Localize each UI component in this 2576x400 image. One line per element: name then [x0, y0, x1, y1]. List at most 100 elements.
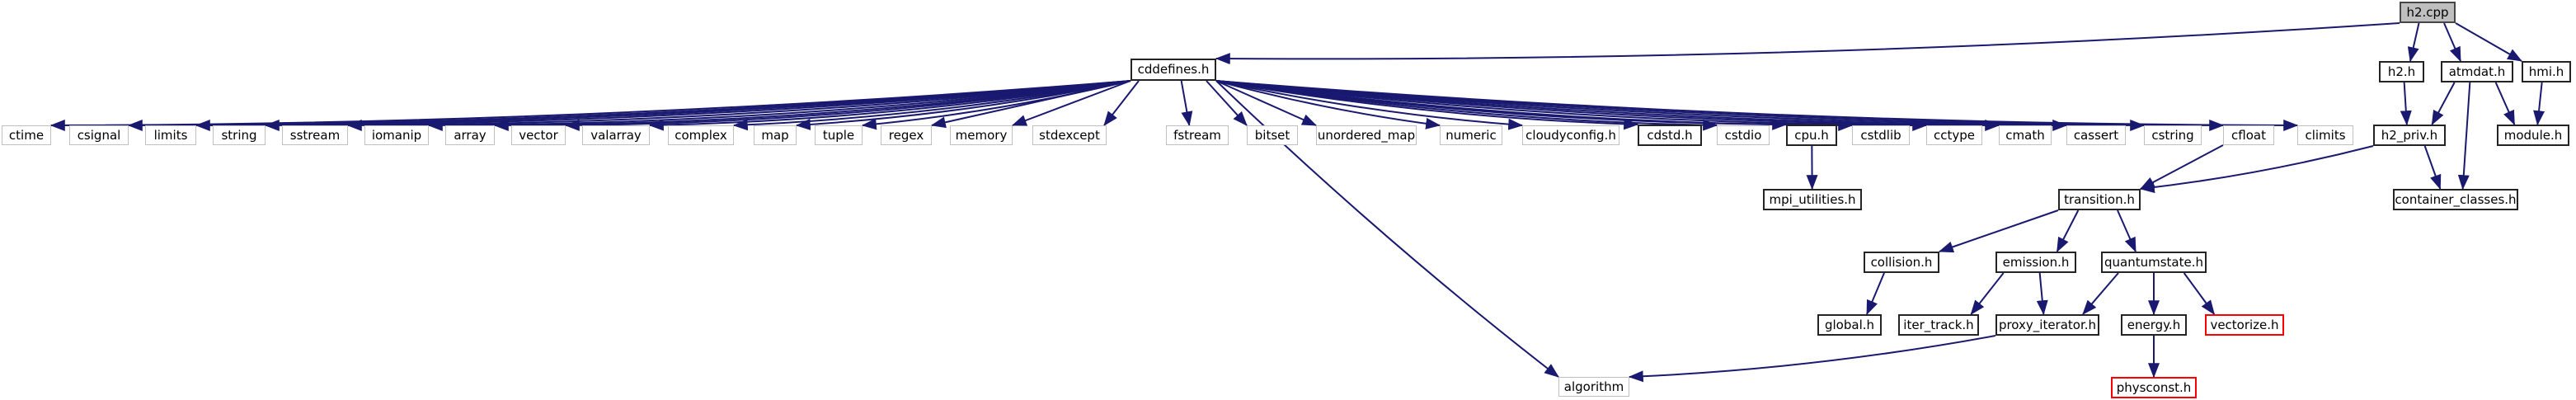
graph-node-label: cddefines.h [1137, 62, 1210, 77]
graph-node-bitset[interactable]: bitset [1247, 125, 1298, 145]
graph-node-algorithm[interactable]: algorithm [1558, 377, 1629, 397]
graph-node-label: h2.h [2387, 64, 2416, 79]
edge-cddefines-to-valarray [648, 80, 1131, 131]
graph-node-h2h[interactable]: h2.h [2379, 61, 2424, 82]
graph-node-string[interactable]: string [213, 125, 266, 145]
graph-node-unordered_map[interactable]: unordered_map [1316, 125, 1417, 145]
edge-cddefines-to-cassert [1215, 80, 2068, 131]
graph-node-iter_track[interactable]: iter_track.h [1898, 314, 1979, 336]
graph-node-label: complex [675, 127, 727, 143]
graph-node-emission[interactable]: emission.h [1995, 252, 2076, 273]
graph-node-label: energy.h [2127, 317, 2181, 332]
graph-node-label: cpu.h [1794, 127, 1829, 143]
graph-node-ctime[interactable]: ctime [2, 125, 51, 145]
graph-node-label: vectorize.h [2210, 317, 2279, 332]
graph-node-label: tuple [822, 127, 855, 143]
graph-node-h2cpp[interactable]: h2.cpp [2400, 2, 2456, 23]
graph-node-cstring[interactable]: cstring [2144, 125, 2202, 145]
graph-node-label: atmdat.h [2448, 64, 2506, 79]
graph-node-iomanip[interactable]: iomanip [364, 125, 429, 145]
edge-hmi-to-module [2533, 82, 2545, 126]
graph-node-label: h2_priv.h [2381, 127, 2438, 143]
edge-cddefines-to-climits [1215, 80, 2299, 131]
graph-node-cassert[interactable]: cassert [2066, 125, 2126, 145]
graph-node-label: h2.cpp [2406, 4, 2449, 20]
graph-node-vector[interactable]: vector [511, 125, 566, 145]
graph-node-cddefines[interactable]: cddefines.h [1131, 59, 1216, 81]
graph-node-collision[interactable]: collision.h [1864, 252, 1939, 273]
edge-emission-to-iter_track [1970, 272, 2005, 315]
edge-h2cpp-to-cddefines [1215, 22, 2400, 65]
edge-cddefines-to-complex [732, 80, 1131, 131]
graph-node-energy[interactable]: energy.h [2121, 314, 2187, 336]
graph-node-array[interactable]: array [445, 125, 495, 145]
graph-node-proxy_iter[interactable]: proxy_iterator.h [1995, 314, 2099, 336]
graph-node-transition[interactable]: transition.h [2058, 189, 2141, 210]
edge-cddefines-to-cstring [1215, 80, 2146, 131]
graph-node-quantumstate[interactable]: quantumstate.h [2101, 252, 2207, 273]
graph-node-climits[interactable]: climits [2297, 125, 2353, 145]
graph-node-map[interactable]: map [754, 125, 797, 145]
graph-node-label: cdstd.h [1647, 127, 1693, 143]
graph-node-stdexcept[interactable]: stdexcept [1032, 125, 1107, 145]
graph-node-cloudyconfig[interactable]: cloudyconfig.h [1522, 125, 1619, 145]
graph-node-label: collision.h [1870, 254, 1933, 270]
graph-node-tuple[interactable]: tuple [815, 125, 863, 145]
graph-node-vectorize[interactable]: vectorize.h [2205, 314, 2284, 336]
edge-h2cpp-to-hmi [2455, 22, 2523, 62]
graph-node-label: cstring [2151, 127, 2194, 143]
graph-node-label: bitset [1254, 127, 1290, 143]
graph-node-module[interactable]: module.h [2497, 125, 2569, 146]
graph-node-atmdat[interactable]: atmdat.h [2441, 61, 2513, 82]
graph-node-hmi[interactable]: hmi.h [2522, 61, 2571, 82]
edge-cddefines-to-unordered_map [1215, 80, 1318, 126]
graph-node-cstdio[interactable]: cstdio [1717, 125, 1770, 145]
graph-node-regex[interactable]: regex [881, 125, 932, 145]
graph-node-label: cmath [2005, 127, 2045, 143]
graph-node-memory[interactable]: memory [950, 125, 1013, 145]
graph-node-mpi_utils[interactable]: mpi_utilities.h [1763, 189, 1862, 210]
graph-node-container[interactable]: container_classes.h [2393, 189, 2518, 210]
graph-node-cfloat[interactable]: cfloat [2223, 125, 2274, 145]
graph-node-limits[interactable]: limits [145, 125, 196, 145]
edge-cddefines-to-sstream [346, 80, 1131, 131]
graph-node-label: array [454, 127, 487, 143]
graph-node-label: sstream [289, 127, 341, 143]
edge-cddefines-to-map [795, 80, 1131, 130]
graph-node-complex[interactable]: complex [668, 125, 734, 145]
graph-node-h2priv[interactable]: h2_priv.h [2373, 125, 2446, 146]
graph-node-label: memory [955, 127, 1008, 143]
graph-node-label: emission.h [2002, 254, 2070, 270]
graph-node-fstream[interactable]: fstream [1166, 125, 1229, 145]
graph-node-label: iter_track.h [1903, 317, 1974, 332]
edge-h2priv-to-transition [2139, 145, 2374, 194]
edge-atmdat-to-container [2457, 82, 2471, 191]
graph-node-physconst[interactable]: physconst.h [2111, 377, 2197, 398]
graph-node-numeric[interactable]: numeric [1440, 125, 1502, 145]
graph-node-label: algorithm [1563, 379, 1624, 394]
edge-proxy_iter-to-algorithm [1628, 335, 1996, 383]
graph-node-label: cstdlib [1860, 127, 1901, 143]
graph-node-label: csignal [77, 127, 121, 143]
graph-node-label: climits [2305, 127, 2346, 143]
graph-node-label: iomanip [371, 127, 422, 143]
graph-node-sstream[interactable]: sstream [282, 125, 348, 145]
edge-h2h-to-h2priv [2400, 82, 2412, 126]
graph-node-cmath[interactable]: cmath [1999, 125, 2052, 145]
graph-node-label: limits [153, 127, 188, 143]
edge-atmdat-to-module [2494, 82, 2516, 126]
edge-cddefines-to-bitset [1206, 80, 1248, 126]
graph-node-cstdlib[interactable]: cstdlib [1852, 125, 1910, 145]
graph-node-cpu[interactable]: cpu.h [1786, 125, 1837, 146]
graph-node-label: numeric [1445, 127, 1497, 143]
graph-node-label: transition.h [2064, 191, 2135, 207]
graph-node-csignal[interactable]: csignal [69, 125, 129, 145]
graph-node-label: unordered_map [1317, 127, 1416, 143]
graph-node-cctype[interactable]: cctype [1926, 125, 1982, 145]
graph-node-label: fstream [1173, 127, 1221, 143]
graph-node-cdstd[interactable]: cdstd.h [1638, 125, 1702, 146]
graph-node-label: cfloat [2231, 127, 2266, 143]
graph-node-globalh[interactable]: global.h [1817, 314, 1882, 336]
graph-node-valarray[interactable]: valarray [582, 125, 650, 145]
